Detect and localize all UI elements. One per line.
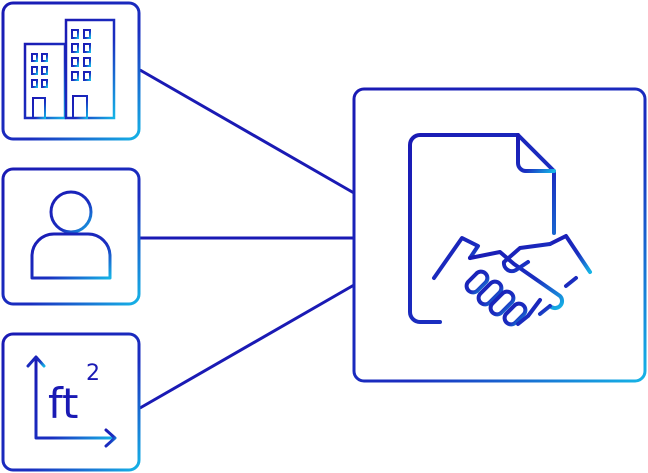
user-icon <box>30 190 112 280</box>
office-building-icon <box>18 18 124 122</box>
edge-area-agreement <box>139 283 355 410</box>
node-building <box>1 1 141 141</box>
node-agreement <box>352 87 647 383</box>
node-area: ft 2 <box>1 332 141 472</box>
contract-handshake-icon <box>408 133 592 327</box>
edge-building-agreement <box>139 68 355 195</box>
connector-lines <box>139 68 355 410</box>
exponent-label: 2 <box>86 361 100 386</box>
unit-label: ft <box>48 379 79 428</box>
node-person <box>1 167 141 306</box>
square-feet-icon <box>26 355 117 448</box>
